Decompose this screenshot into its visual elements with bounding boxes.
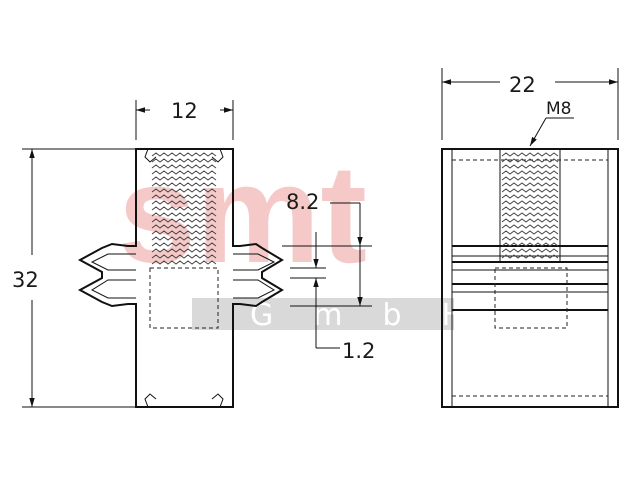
thread-hatch-line (501, 218, 559, 223)
dim-slot-width-label: 1.2 (342, 339, 375, 363)
dim-width-side-label: 22 (509, 73, 536, 97)
thread-hatch-line (151, 254, 217, 259)
thread-hatch-line (151, 242, 217, 247)
thread-hatch-line (501, 230, 559, 235)
watermark-logo: smt GmbH (118, 135, 504, 333)
dim-height: 32 (12, 148, 136, 408)
front-fin-left (90, 253, 136, 299)
front-hidden-bore (149, 267, 219, 329)
thread-hatch-line (501, 236, 559, 241)
thread-hatch-line (501, 170, 559, 175)
thread-hatch-line (151, 164, 217, 169)
dim-thread: M8 (529, 99, 574, 147)
thread-hatch-line (501, 224, 559, 229)
thread-hatch-line (501, 152, 559, 157)
dim-slot-width: 1.2 (290, 232, 375, 363)
front-thread-hatch (151, 152, 217, 265)
thread-hatch-line (151, 218, 217, 223)
front-fin-right (233, 253, 276, 299)
thread-hatch-line (151, 260, 217, 265)
dim-height-label: 32 (12, 268, 39, 292)
thread-hatch-line (151, 206, 217, 211)
dim-width-front-label: 12 (171, 99, 198, 123)
side-hidden-bore (494, 267, 568, 329)
thread-hatch-line (501, 206, 559, 211)
thread-hatch-line (501, 242, 559, 247)
thread-hatch-line (151, 152, 217, 157)
thread-hatch-line (501, 248, 559, 253)
thread-hatch-line (501, 254, 559, 259)
thread-hatch-line (151, 188, 217, 193)
thread-hatch-line (151, 194, 217, 199)
watermark-sub-text: GmbH (250, 298, 504, 333)
thread-hatch-line (151, 158, 217, 163)
thread-hatch-line (501, 188, 559, 193)
thread-hatch-line (151, 212, 217, 217)
thread-hatch-line (501, 212, 559, 217)
dim-thread-label: M8 (546, 99, 571, 119)
side-view (441, 148, 619, 408)
thread-hatch-line (151, 230, 217, 235)
dim-slot-depth: 8.2 (282, 190, 372, 307)
thread-hatch-line (151, 170, 217, 175)
thread-hatch-line (501, 194, 559, 199)
front-body-outline (77, 148, 284, 408)
thread-hatch-line (151, 248, 217, 253)
front-top-notches (144, 148, 224, 163)
front-bottom-notches (144, 393, 224, 408)
thread-hatch-line (151, 236, 217, 241)
thread-hatch-line (501, 164, 559, 169)
thread-hatch-line (151, 176, 217, 181)
dim-slot-depth-label: 8.2 (286, 190, 319, 214)
side-body-outline (441, 148, 619, 408)
thread-hatch-line (501, 176, 559, 181)
thread-hatch-line (151, 200, 217, 205)
thread-hatch-line (151, 224, 217, 229)
dim-width-front: 12 (135, 99, 234, 140)
thread-hatch-line (501, 158, 559, 163)
thread-hatch-line (151, 182, 217, 187)
thread-hatch-line (501, 182, 559, 187)
dim-width-side: 22 (441, 68, 619, 140)
side-thread-hatch (501, 152, 559, 259)
front-view (77, 148, 284, 408)
thread-hatch-line (501, 200, 559, 205)
